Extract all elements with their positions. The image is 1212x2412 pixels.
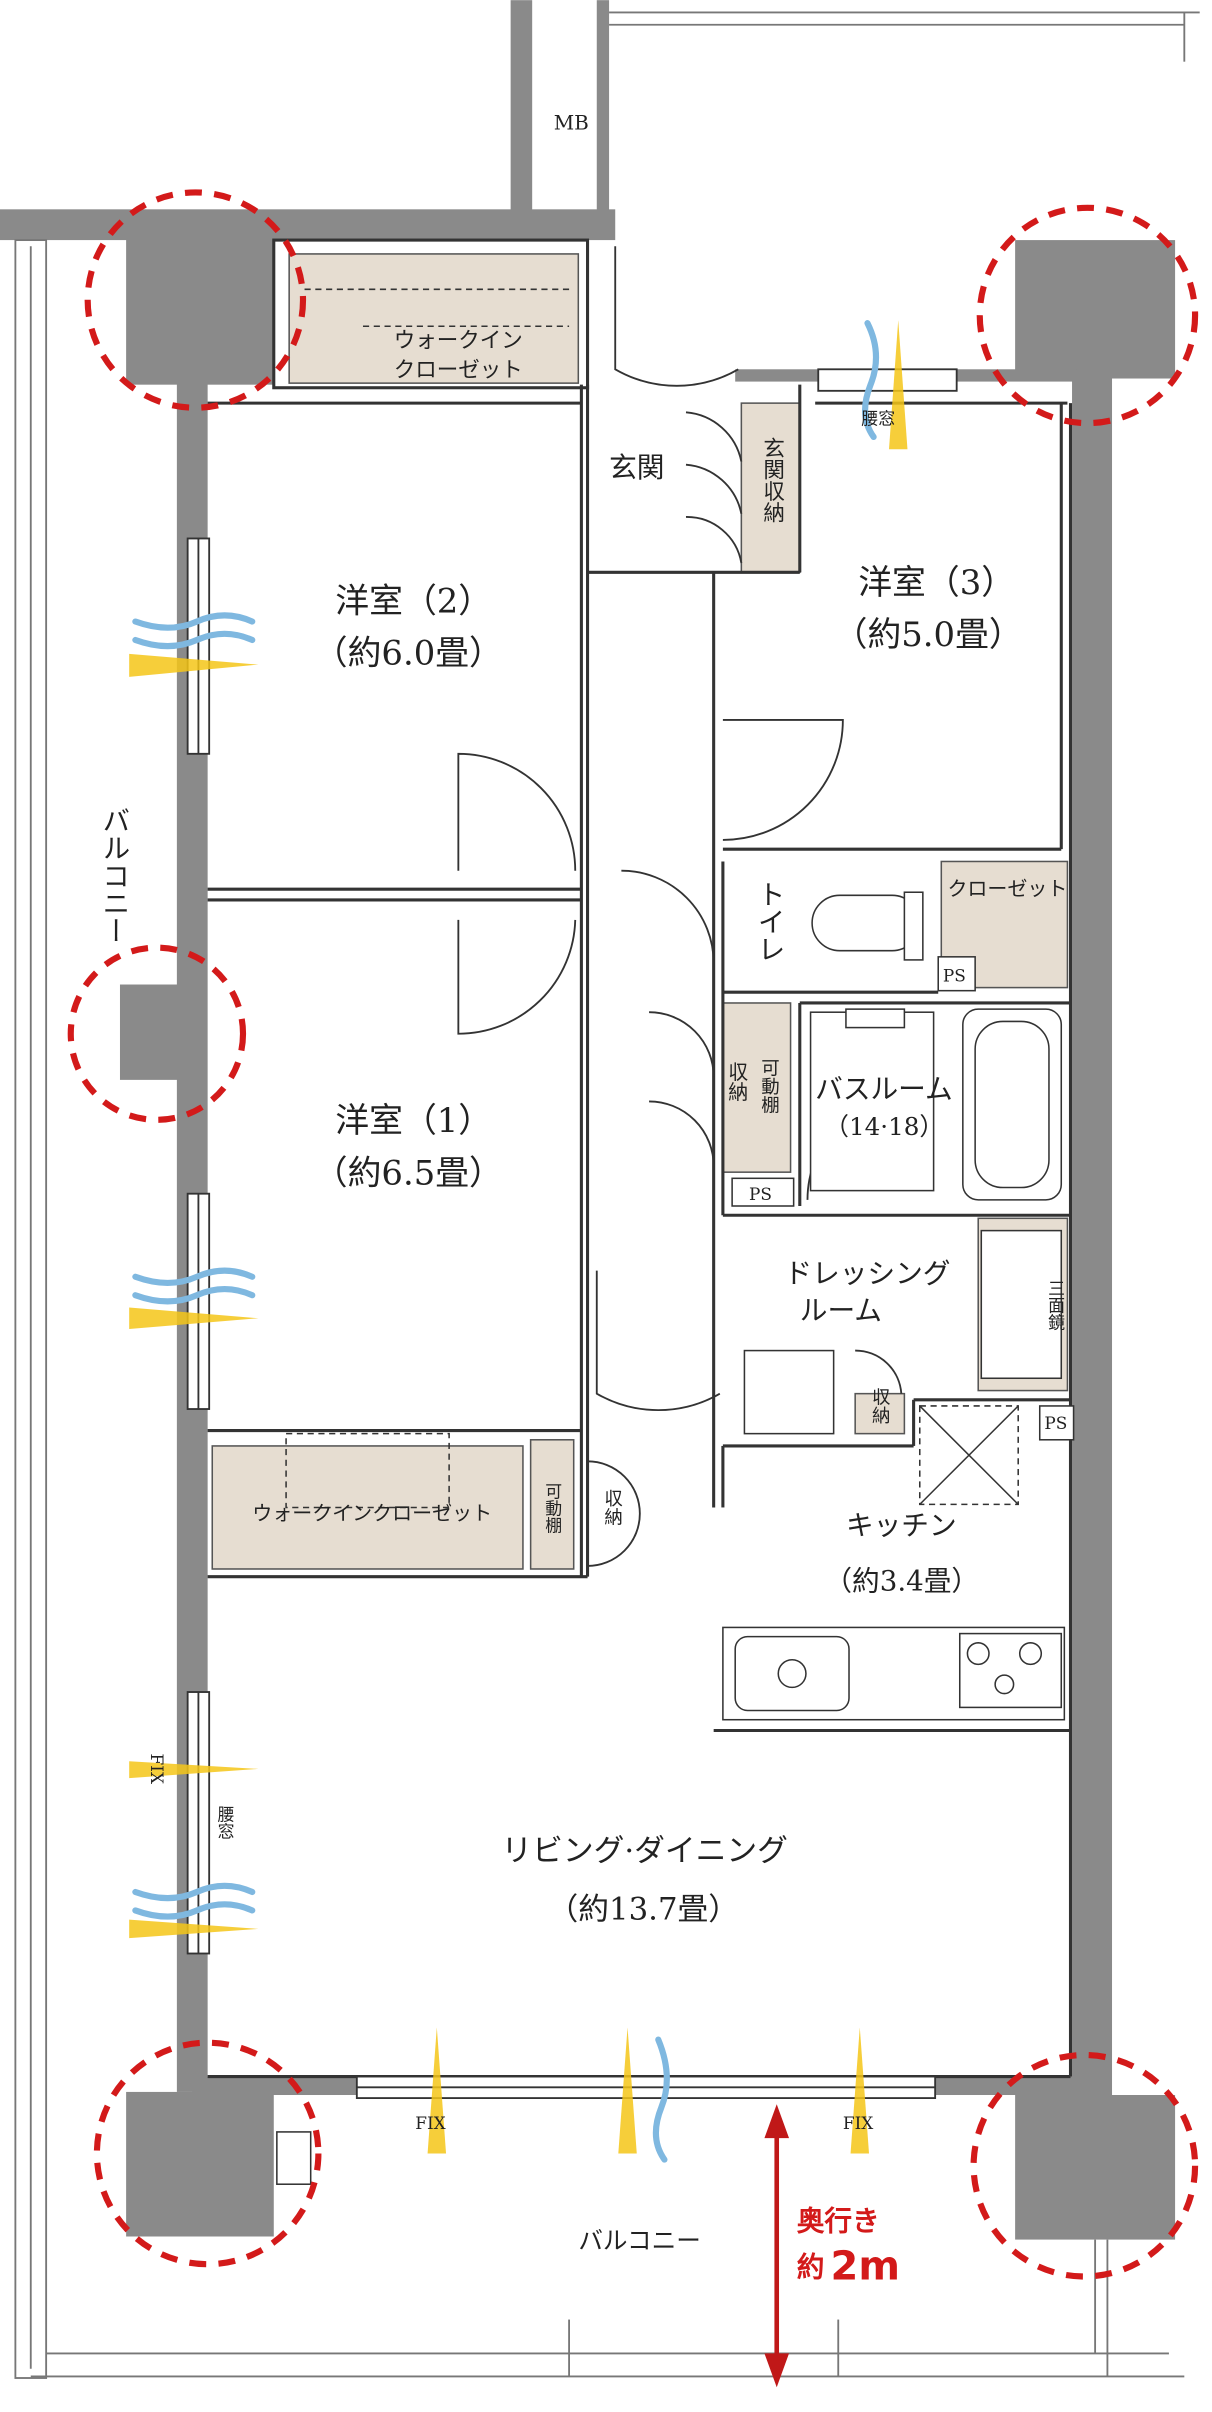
western1-size: （約6.5畳）: [314, 1153, 503, 1192]
light-indicators: [129, 320, 908, 2154]
dressing-name-2: ルーム: [800, 1294, 882, 1327]
western2-size: （約6.0畳）: [314, 634, 503, 673]
western1-name: 洋室（1）: [335, 1101, 492, 1140]
kitchen-name: キッチン: [846, 1509, 957, 1542]
labels: MB ウォークイン クローゼット 玄関 玄関収納 洋室（2） （約6.0畳） 洋…: [97, 110, 1067, 2289]
wind-indicators: [132, 320, 880, 2163]
movable-shelf-label-2: 可動棚: [542, 1483, 562, 1535]
ps-label-3: PS: [1044, 1413, 1067, 1433]
depth-annotation-prefix: 約: [797, 2250, 825, 2283]
three-mirror-label: 三面鏡: [1045, 1280, 1065, 1332]
walkin-top-label-2: クローゼット: [394, 358, 523, 383]
waist-window-top-label: 腰窓: [861, 409, 895, 429]
bathroom-size: （14·18）: [824, 1112, 944, 1141]
bathroom-name: バスルーム: [815, 1072, 953, 1105]
living-size: （約13.7畳）: [548, 1892, 739, 1928]
storage-fills: [211, 253, 1069, 1570]
balcony-outline: [14, 11, 1200, 2379]
western2-name: 洋室（2）: [335, 581, 492, 620]
depth-arrow: [764, 2104, 790, 2388]
fix-left-label: FIX: [147, 1754, 167, 1784]
dressing-name-1: ドレッシング: [784, 1257, 950, 1290]
storage-label-1: 収納: [725, 1061, 749, 1101]
depth-annotation-value: 2m: [831, 2244, 900, 2290]
closet-label: クローゼット: [947, 876, 1067, 900]
ps-label-1: PS: [943, 965, 966, 985]
storage-label-3: 収納: [602, 1489, 623, 1526]
western3-name: 洋室（3）: [858, 563, 1015, 602]
ps-boxes: [731, 956, 1075, 1441]
western3-size: （約5.0畳）: [834, 615, 1023, 654]
living-name: リビング·ダイニング: [501, 1833, 788, 1869]
walkin-top-label-1: ウォークイン: [394, 329, 523, 354]
movable-shelf-label-1: 可動棚: [759, 1058, 780, 1114]
mb-label: MB: [554, 110, 589, 134]
storage-label-2: 収納: [869, 1387, 890, 1424]
waist-window-left-label: 腰窓: [215, 1806, 235, 1840]
entrance-storage-label: 玄関収納: [760, 437, 785, 524]
fix-bottom-right-label: FIX: [843, 2113, 873, 2133]
walkin-bottom-label: ウォークインクローゼット: [252, 1501, 492, 1525]
depth-annotation-line1: 奥行き: [797, 2204, 880, 2237]
toilet-label: トイレ: [753, 880, 786, 963]
ps-label-2: PS: [749, 1184, 772, 1204]
entrance-label: 玄関: [609, 451, 664, 484]
partitions: [207, 238, 1073, 2079]
balcony-bottom-label: バルコニー: [578, 2226, 700, 2255]
fixtures: [276, 288, 1066, 2185]
balcony-left-label: バルコニー: [97, 806, 130, 944]
kitchen-size: （約3.4畳）: [824, 1565, 979, 1598]
fix-bottom-left-label: FIX: [415, 2113, 445, 2133]
